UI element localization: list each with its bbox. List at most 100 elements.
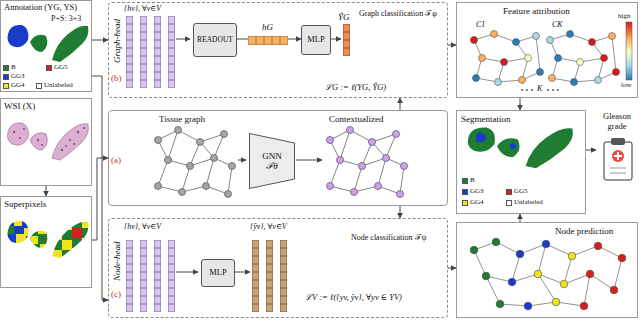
node-head-features-part <box>235 272 250 273</box>
attribution-graphs-part-part <box>609 33 616 40</box>
legend-item: Unlabeled <box>506 199 543 206</box>
attribution-graphs-part-part <box>471 37 478 44</box>
prediction-graph-part-part <box>512 254 520 282</box>
node-text: Node classification ℱψ <box>351 233 427 242</box>
node-head-features-part <box>176 272 198 273</box>
legend-swatch <box>36 83 42 89</box>
gleason-clipboard-part <box>614 152 622 160</box>
gnn-outline <box>250 134 295 189</box>
node-text: WSI (X) <box>4 101 35 111</box>
graph-head-features-part <box>154 16 161 88</box>
attribution-graphs-part-part <box>473 75 480 82</box>
superpixel-image-part-part <box>46 228 54 238</box>
node-text: ℒG := ℓ(YG, ŶG) <box>325 83 386 93</box>
legend-item: B <box>3 64 16 71</box>
superpixel-image-part <box>6 218 90 260</box>
graph-head-features-part <box>168 16 175 88</box>
legend-text: GG4 <box>11 82 25 89</box>
node-prediction-panel: Node prediction <box>456 222 638 318</box>
tissue-graph-part-part <box>221 131 228 138</box>
legend-item: GG3 <box>462 188 484 195</box>
attribution-graphs-part-part <box>533 33 540 40</box>
wsi-tissue-part-part <box>69 139 71 141</box>
legend-swatch <box>46 65 52 71</box>
mlp-box: MLP <box>201 259 235 287</box>
attribution-graphs-part-part <box>547 89 549 91</box>
node-head-features-part <box>126 240 133 312</box>
tissue-graph-part-part <box>211 155 218 162</box>
gleason-clipboard-part <box>612 150 624 162</box>
superpixel-image-part-part <box>62 240 72 250</box>
graph-head-features-part <box>331 39 341 40</box>
attribution-graphs-part-part <box>557 89 559 91</box>
prediction-graph-part-part <box>614 258 622 290</box>
node-head-features-part <box>252 240 259 312</box>
wsi-tissue <box>8 123 89 160</box>
attribution-graphs-part <box>550 34 616 82</box>
wsi-tissue-part-part <box>83 127 85 129</box>
attribution-graphs-part-part <box>555 55 562 62</box>
contextualized-graph-part-part <box>383 155 390 162</box>
segmentation-image-part <box>476 132 486 142</box>
legend-text: Unlabeled <box>44 82 73 89</box>
wsi-tissue-part <box>13 127 85 151</box>
superpixel-image-part-part <box>72 228 82 238</box>
node-text: ℒV := ℓ({yv, ŷv}, ∀yv ∈ YV) <box>305 293 402 303</box>
wsi-panel: WSI (X) <box>0 98 92 186</box>
node-head-features-part <box>168 240 175 312</box>
prediction-graph-part-part <box>524 302 532 310</box>
attribution-graphs-part-part <box>519 77 526 84</box>
tissue-graph-part-part <box>229 163 236 170</box>
superpixel-image-part-part <box>38 226 46 234</box>
flow-arrow <box>46 186 47 196</box>
attribution-graphs-part-part <box>526 89 528 91</box>
wsi-tissue-part-part <box>41 144 43 146</box>
graph-head-features-part <box>248 36 288 45</box>
tissue-graph-part-part <box>182 166 190 192</box>
tissue-graph-part-part <box>197 139 204 146</box>
annotation-tissue-part <box>30 35 47 52</box>
legend-text: B <box>470 177 475 184</box>
legend-swatch <box>3 83 9 89</box>
gleason-clipboard <box>604 138 632 180</box>
graph-head-features-part <box>126 16 133 88</box>
legend-item: GG4 <box>3 82 25 89</box>
flow-arrow <box>586 150 596 151</box>
prediction-graph <box>470 238 626 310</box>
contextualized-graph-part-part <box>337 157 344 164</box>
node-text: MLP <box>307 35 324 45</box>
contextualized-graph-part-part <box>369 139 376 146</box>
tissue-graph-part-part <box>155 137 162 144</box>
class-label: CK <box>552 20 563 29</box>
prediction-graph-part-part <box>618 254 626 262</box>
superpixel-image-part-part <box>52 220 62 230</box>
node-text: Tissue graph <box>159 114 205 124</box>
superpixel-image-part-part <box>14 226 24 234</box>
legend-text: GG5 <box>514 188 528 195</box>
prediction-graph-part-part <box>610 286 618 294</box>
legend-swatch <box>462 200 468 206</box>
gleason-clipboard-part <box>604 142 632 180</box>
attribution-graphs-part-part <box>495 79 502 86</box>
superpixel-image-part-part <box>30 236 38 244</box>
tissue-graph-part <box>296 160 322 161</box>
superpixel-image-part-part <box>16 234 26 244</box>
tissue-graph-panel: (a)Tissue graphContextualizedGNNℱθ <box>108 110 448 206</box>
legend-item: Unlabeled <box>36 82 73 89</box>
legend-item: GG5 <box>46 64 68 71</box>
tissue-graph-part-part <box>175 127 182 134</box>
contextualized-graph-part <box>330 130 404 194</box>
node-text: (b) <box>111 73 122 83</box>
tissue-graph-part-part <box>206 158 214 186</box>
node-head-features <box>126 240 287 312</box>
gleason-grade: Gleason grade <box>596 112 640 182</box>
superpixel-panel: Superpixels <box>0 196 92 288</box>
prediction-graph-part-part <box>590 274 614 290</box>
mlp-box: MLP <box>301 25 331 55</box>
graph-head-panel: (b)Graph-headGraph classification ℱφℒG :… <box>108 2 448 98</box>
node-head-features-part <box>154 240 161 312</box>
wsi-tissue-part <box>52 124 88 160</box>
legend-text: GG5 <box>54 64 68 71</box>
legend-swatch <box>506 189 512 195</box>
tissue-graph-part <box>158 130 232 194</box>
